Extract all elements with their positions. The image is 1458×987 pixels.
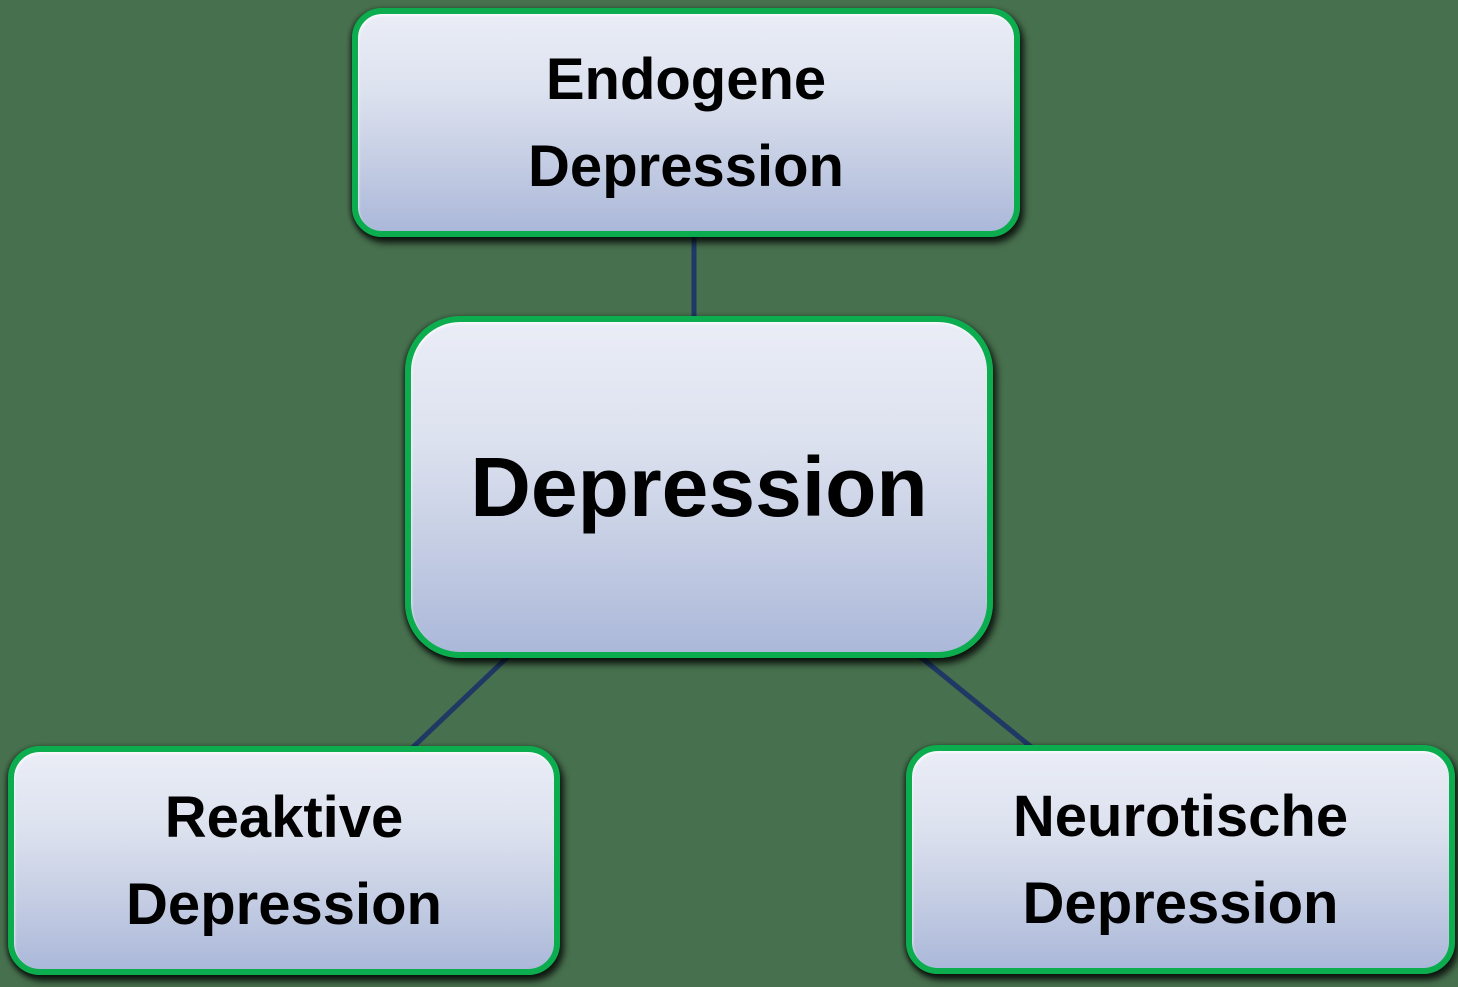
node-endogene-depression-label-line2: Depression [528, 133, 844, 199]
node-neurotische-depression-label-line2: Depression [1022, 870, 1339, 936]
node-depression-label: Depression [470, 439, 928, 534]
node-endogene-depression-label-line1: Endogene [545, 46, 827, 112]
node-reaktive-depression-label-line2: Depression [126, 871, 442, 937]
node-reaktive-depression: Reaktive Depression [8, 746, 560, 975]
node-reaktive-depression-label-line1: Reaktive [164, 784, 404, 850]
edge-depression-neurotische [910, 648, 1037, 752]
edge-depression-reaktive [408, 648, 517, 752]
node-endogene-depression: Endogene Depression [352, 8, 1020, 237]
node-neurotische-depression-label-line1: Neurotische [1012, 783, 1349, 849]
node-depression: Depression [405, 316, 993, 658]
node-neurotische-depression: Neurotische Depression [906, 745, 1455, 974]
